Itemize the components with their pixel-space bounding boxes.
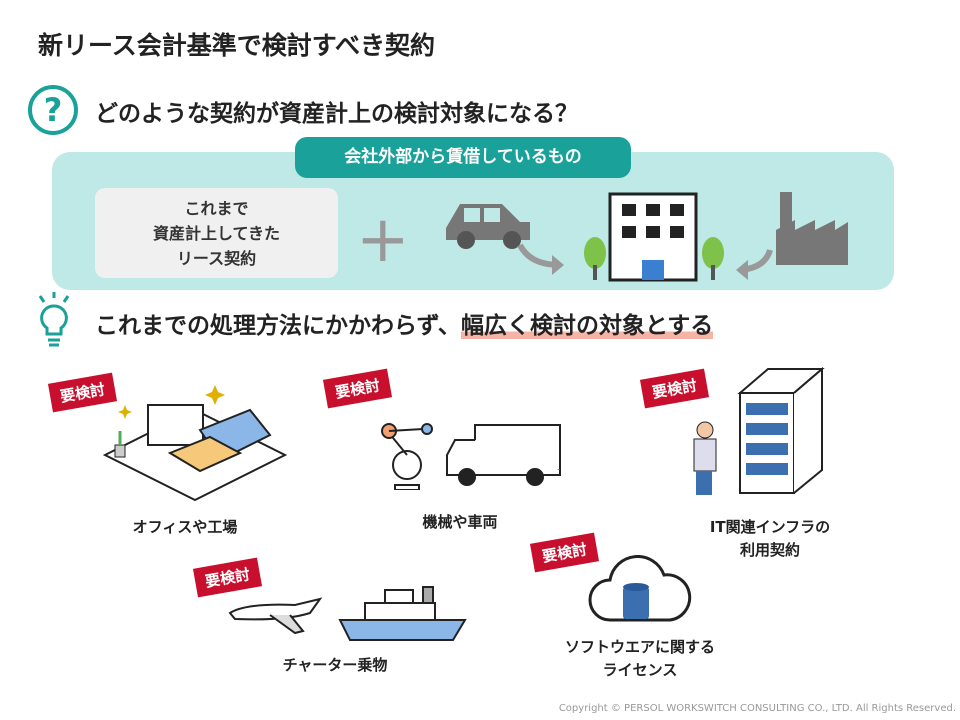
existing-line: リース契約	[176, 249, 257, 268]
existing-lease-box: これまで 資産計上してきた リース契約	[95, 188, 338, 278]
building-icon	[584, 192, 724, 282]
review-tag: 要検討	[322, 368, 393, 409]
question-heading: どのような契約が資産計上の検討対象になる？	[95, 101, 578, 127]
page-title: 新リース会計基準で検討すべき契約	[38, 31, 436, 60]
cloud-database-icon	[588, 555, 692, 622]
item-label-line: IT関連インフラの	[709, 518, 831, 536]
tip-heading: これまでの処理方法にかかわらず、幅広く検討の対象とする	[95, 306, 714, 340]
tip-lead: これまでの処理方法にかかわらず、	[95, 313, 461, 339]
item-label: ソフトウエアに関するライセンス	[555, 636, 725, 682]
car-icon	[446, 204, 530, 249]
plus-icon: +	[356, 203, 410, 277]
copyright: Copyright © PERSOL WORKSWITCH CONSULTING…	[558, 703, 956, 714]
item-label-line: ソフトウエアに関する	[564, 638, 715, 656]
item-label: IT関連インフラの利用契約	[690, 516, 850, 562]
charter-vehicles-illustration	[228, 586, 467, 641]
item-label: チャーター乗物	[282, 656, 388, 674]
it-infrastructure-illustration	[693, 366, 825, 495]
factory-icon	[776, 192, 848, 265]
existing-line: 資産計上してきた	[152, 224, 281, 243]
item-label-line: ライセンス	[602, 661, 678, 679]
existing-line: これまで	[184, 199, 249, 218]
item-label: オフィスや工場	[132, 518, 238, 536]
lightbulb-icon	[38, 292, 70, 347]
item-label-line: 利用契約	[739, 541, 800, 559]
scope-pill: 会社外部から賃借しているもの	[295, 137, 631, 178]
leased-assets-illustration	[446, 192, 848, 282]
office-illustration	[102, 385, 288, 502]
machinery-vehicle-illustration	[381, 423, 561, 490]
question-icon: ?	[28, 85, 78, 135]
tip-highlight: 幅広く検討の対象とする	[460, 313, 714, 339]
item-label: 機械や車両	[422, 513, 498, 531]
